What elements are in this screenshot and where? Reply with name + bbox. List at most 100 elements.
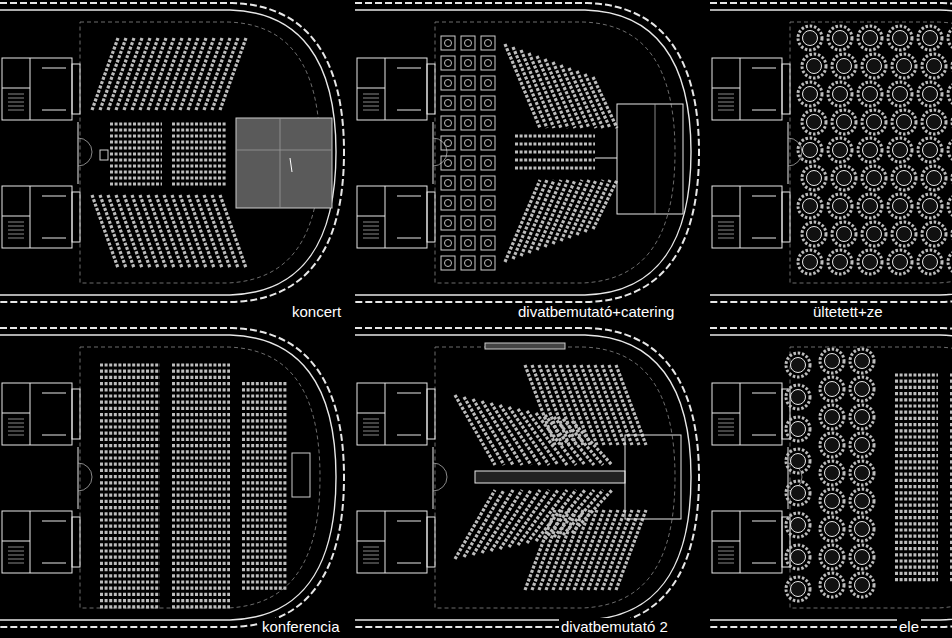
round-table [897,227,912,242]
plan-line [455,490,495,559]
plan-line [363,110,379,111]
plan-line [616,365,646,445]
plan-line [172,122,226,125]
chair-ring [832,110,856,134]
plan-rect [712,186,782,248]
plan-line [242,394,288,397]
plan-line [718,555,734,556]
plan-line [8,106,24,107]
plan-line [242,494,288,497]
plan-rect [782,192,790,242]
plan-line [527,490,567,543]
chair-ring [820,517,844,541]
plan-line [718,563,734,564]
plan-line [172,593,230,596]
chair-ring [802,222,826,246]
plan-line [950,566,952,569]
plan-line [110,128,162,131]
plan-panel [0,328,344,627]
round-table [927,115,942,130]
plan-line [536,490,576,541]
cocktail-table [445,260,452,267]
plan-line [895,510,938,513]
plan-line [545,490,585,539]
plan-line [950,553,952,556]
round-table [855,410,870,425]
round-table [791,422,806,437]
round-table [825,494,840,509]
plan-line [895,504,938,507]
plan-line [718,106,734,107]
plan-line [950,442,952,445]
plan-line [8,102,24,103]
chair-ring [922,166,946,190]
plan-line [8,555,24,556]
plan-rect [441,216,455,230]
plan-line [397,110,421,111]
plan-line [172,574,230,577]
plan-rect [2,186,72,248]
plan-line [363,419,379,420]
plan-line [242,543,288,546]
plan-line [363,547,379,548]
plan-line [242,419,288,422]
plan-line [242,444,288,447]
cocktail-table [465,60,472,67]
plan-line [718,431,734,432]
plan-line [718,94,734,95]
plan-line [172,425,230,428]
plan-line [8,226,24,227]
plan-line [100,512,160,515]
grid-line [790,347,952,608]
plan-line [172,407,230,410]
plan-rect [475,471,625,483]
round-table [791,358,806,373]
plan-rect [441,56,455,70]
plan-line [895,429,938,432]
round-table [863,87,878,102]
plan-panel [710,3,952,302]
plan-line [172,388,230,391]
plan-line [172,463,230,466]
round-table [825,354,840,369]
plan-line [172,394,230,397]
plan-line [895,454,938,457]
plan-line [752,393,776,394]
chair-ring [850,377,874,401]
plan-line [529,53,561,128]
plan-line [515,150,595,153]
round-table [803,255,818,270]
plan-line [100,432,160,435]
plan-line [950,466,952,469]
plan-line [363,559,379,560]
plan-rect [481,216,495,230]
plan-line [595,365,625,445]
chair-ring [948,250,952,274]
plan-line [8,230,24,231]
plan-line [8,559,24,560]
plan-line [397,563,421,564]
round-table [837,115,852,130]
plan-rect [461,176,475,190]
round-table [923,199,938,214]
plan-line [172,537,230,540]
chair-ring [786,449,810,473]
plan-rect [461,236,475,250]
plan-line [752,521,776,522]
cocktail-table [485,40,492,47]
cocktail-table [465,120,472,127]
plan-line [172,500,230,503]
chair-ring [802,166,826,190]
cocktail-table [485,80,492,87]
plan-line [572,490,612,533]
plan-rect [712,58,782,120]
cocktail-table [465,200,472,207]
chair-ring [922,222,946,246]
plan-line [100,463,160,466]
plan-rect [481,76,495,90]
plan-line [895,473,938,476]
plan-line [100,444,160,447]
plan-line [242,574,288,577]
plan-line [593,77,617,128]
plan-rect [481,236,495,250]
